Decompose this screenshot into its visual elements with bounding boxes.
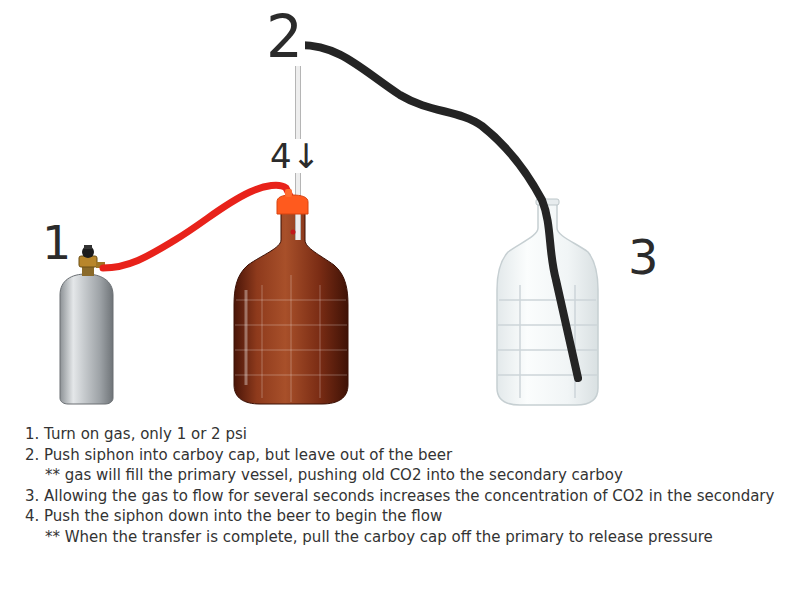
callout-number: 3 xyxy=(626,233,661,281)
primary-carboy xyxy=(234,212,348,404)
transfer-line xyxy=(300,45,578,378)
instructions: 1. Turn on gas, only 1 or 2 psi2. Push s… xyxy=(25,424,790,547)
instruction-text: 2. Push siphon into carboy cap, but leav… xyxy=(25,445,790,466)
instruction-text: ** When the transfer is complete, pull t… xyxy=(25,527,790,548)
callout-number: 4↓ xyxy=(268,139,322,173)
instruction-text: 1. Turn on gas, only 1 or 2 psi xyxy=(25,424,790,445)
callout-number: 2 xyxy=(264,8,305,66)
instruction-text: ** gas will fill the primary vessel, pus… xyxy=(25,465,790,486)
callout-number: 1 xyxy=(40,220,73,266)
instruction-text: 4. Push the siphon down into the beer to… xyxy=(25,506,790,527)
carboy-cap xyxy=(277,189,308,214)
instruction-text: 3. Allowing the gas to flow for several … xyxy=(25,486,790,507)
